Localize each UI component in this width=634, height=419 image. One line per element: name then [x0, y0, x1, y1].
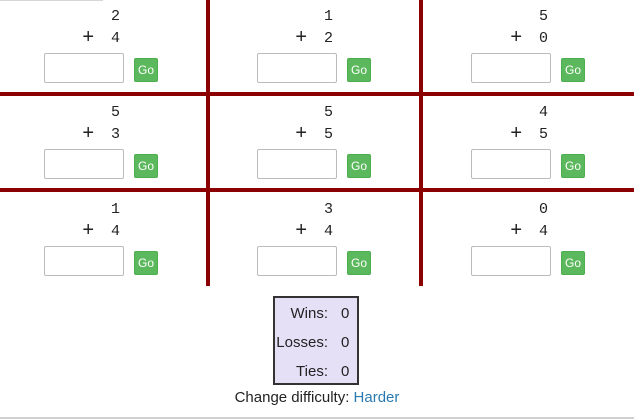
losses-count: 0: [341, 334, 350, 351]
answer-input[interactable]: [471, 53, 551, 83]
second-addend: 4: [110, 223, 120, 240]
board-cell: 5 + 0 Go: [427, 0, 634, 92]
bottom-divider: [0, 417, 634, 419]
top-divider: [0, 0, 103, 1]
ties-row: Ties: 0: [275, 362, 357, 382]
harder-link[interactable]: Harder: [353, 389, 400, 406]
answer-input[interactable]: [257, 246, 337, 276]
answer-input[interactable]: [257, 149, 337, 179]
first-addend: 5: [110, 104, 120, 121]
second-addend: 4: [538, 223, 548, 240]
second-addend: 3: [110, 126, 120, 143]
answer-input[interactable]: [257, 53, 337, 83]
difficulty-label: Change difficulty:: [234, 389, 350, 406]
go-button[interactable]: Go: [561, 154, 585, 178]
first-addend: 1: [110, 201, 120, 218]
grid-line-horizontal-2: [0, 188, 634, 192]
go-button[interactable]: Go: [561, 251, 585, 275]
tic-tac-toe-board: 2 + 4 Go 1 + 2 Go 5 + 0 Go 5 + 3 Go 5 + …: [0, 0, 634, 286]
grid-line-vertical-1: [206, 0, 210, 286]
answer-input[interactable]: [44, 246, 124, 276]
plus-operator: +: [82, 219, 94, 241]
second-addend: 2: [323, 30, 333, 47]
answer-input[interactable]: [44, 53, 124, 83]
answer-input[interactable]: [471, 246, 551, 276]
board-cell: 5 + 5 Go: [213, 96, 419, 188]
first-addend: 2: [110, 8, 120, 25]
go-button[interactable]: Go: [347, 154, 371, 178]
board-cell: 2 + 4 Go: [0, 0, 206, 92]
second-addend: 0: [538, 30, 548, 47]
go-button[interactable]: Go: [134, 154, 158, 178]
wins-count: 0: [341, 305, 350, 322]
first-addend: 3: [323, 201, 333, 218]
board-cell: 3 + 4 Go: [213, 193, 419, 286]
plus-operator: +: [82, 26, 94, 48]
difficulty-line: Change difficulty: Harder: [0, 389, 634, 406]
go-button[interactable]: Go: [347, 58, 371, 82]
go-button[interactable]: Go: [134, 58, 158, 82]
plus-operator: +: [295, 122, 307, 144]
first-addend: 1: [323, 8, 333, 25]
go-button[interactable]: Go: [347, 251, 371, 275]
plus-operator: +: [510, 219, 522, 241]
plus-operator: +: [295, 26, 307, 48]
losses-label: Losses:: [276, 334, 328, 351]
first-addend: 5: [323, 104, 333, 121]
plus-operator: +: [295, 219, 307, 241]
plus-operator: +: [510, 122, 522, 144]
answer-input[interactable]: [471, 149, 551, 179]
ties-count: 0: [341, 363, 350, 380]
second-addend: 5: [538, 126, 548, 143]
go-button[interactable]: Go: [561, 58, 585, 82]
plus-operator: +: [510, 26, 522, 48]
wins-row: Wins: 0: [275, 304, 357, 324]
losses-row: Losses: 0: [275, 333, 357, 353]
first-addend: 0: [538, 201, 548, 218]
wins-label: Wins:: [290, 305, 329, 322]
second-addend: 4: [323, 223, 333, 240]
plus-operator: +: [82, 122, 94, 144]
first-addend: 4: [538, 104, 548, 121]
ties-label: Ties:: [296, 363, 328, 380]
grid-line-horizontal-1: [0, 92, 634, 96]
second-addend: 4: [110, 30, 120, 47]
board-cell: 4 + 5 Go: [427, 96, 634, 188]
board-cell: 1 + 2 Go: [213, 0, 419, 92]
board-cell: 5 + 3 Go: [0, 96, 206, 188]
first-addend: 5: [538, 8, 548, 25]
board-cell: 0 + 4 Go: [427, 193, 634, 286]
scoreboard: Wins: 0 Losses: 0 Ties: 0: [273, 296, 359, 385]
second-addend: 5: [323, 126, 333, 143]
go-button[interactable]: Go: [134, 251, 158, 275]
board-cell: 1 + 4 Go: [0, 193, 206, 286]
answer-input[interactable]: [44, 149, 124, 179]
grid-line-vertical-2: [419, 0, 423, 286]
